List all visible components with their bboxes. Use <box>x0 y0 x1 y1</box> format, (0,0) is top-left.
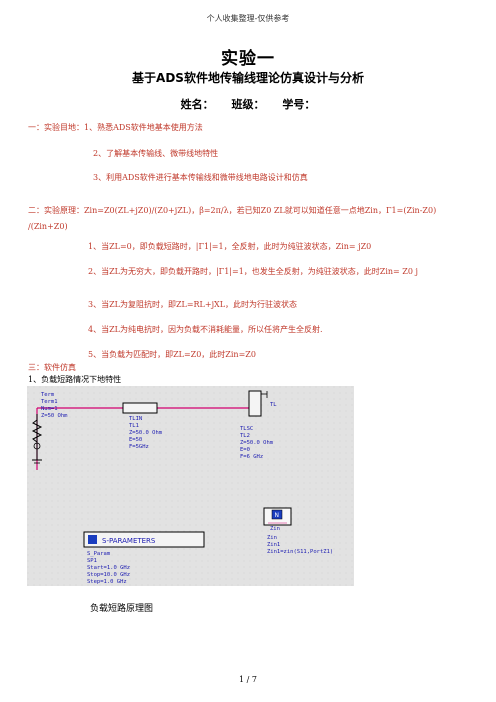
figure-caption: 负载短路原理图 <box>90 604 154 614</box>
tlsc-component[interactable] <box>248 390 268 417</box>
name-line: 姓名： 班级： 学号： <box>0 96 496 112</box>
principle-item-1: 1、当ZL=0，即负载短路时，|Γ1|=1，全反射，此时为纯驻波状态，Zin= … <box>88 242 372 251</box>
tlin-label-f: F=5GHz <box>129 444 149 450</box>
principle-item-5: 5、当负载为匹配时，即ZL=Z0，此时Zin=Z0 <box>88 350 256 359</box>
grid-bg <box>27 386 354 586</box>
zin-label-name: Zin1 <box>267 542 280 548</box>
term-component[interactable] <box>31 414 43 464</box>
simulation-label: 三：软件仿真 <box>28 363 76 372</box>
tlin-label-type: TLIN <box>129 416 142 422</box>
principle-item-2: 2、当ZL为无穷大，即负载开路时，|Γ1|=1，也发生全反射，为纯驻波状态，此时… <box>88 267 418 276</box>
tlsc-label-name: TL2 <box>240 433 250 439</box>
sparam-label-start: Start=1.0 GHz <box>87 565 130 571</box>
id-label: 学号： <box>282 98 316 111</box>
tlin-label-z: Z=50.0 Ohm <box>129 430 163 436</box>
purpose-item-1: 1、熟悉ADS软件地基本使用方法 <box>84 123 203 132</box>
simulation-item-1: 1、负载短路情况下地特性 <box>28 375 122 384</box>
sparam-label-step: Step=1.0 GHz <box>87 579 127 585</box>
tlsc-tl-label: TL <box>270 402 277 408</box>
zin-n-label: N <box>275 512 280 519</box>
zin-label-expr: Zin1=zin(S11,PortZ1) <box>267 549 333 555</box>
tlin-label-e: E=50 <box>129 437 142 443</box>
tlsc-label-e: E=0 <box>240 447 250 453</box>
zin-label-type: Zin <box>267 535 277 541</box>
sparam-label-name: SP1 <box>87 558 97 564</box>
schematic-svg: Term Term1 Num=1 Z=50 Ohm TLIN TL1 Z=50.… <box>27 386 354 586</box>
purpose-line-1: 一：实验目地：1、熟悉ADS软件地基本使用方法 <box>28 122 203 133</box>
class-label: 班级： <box>231 98 265 111</box>
tlin-component[interactable] <box>122 402 158 414</box>
tlin-label-name: TL1 <box>129 423 139 429</box>
purpose-label: 一：实验目地： <box>28 123 84 132</box>
term-label-z: Z=50 Ohm <box>41 413 68 419</box>
doc-title: 实验一 <box>221 49 275 69</box>
zin-component[interactable] <box>263 507 292 526</box>
purpose-item-3: 3、利用ADS软件进行基本传输线和微带线地电路设计和仿真 <box>93 173 308 182</box>
principle-item-4: 4、当ZL为纯电抗时，因为负载不消耗能量，所以任将产生全反射. <box>88 325 323 334</box>
page-header: 个人收集整理-仅供参考 <box>206 14 290 23</box>
name-label: 姓名： <box>180 98 214 111</box>
principle-line-1: 二：实验原理：Zin=Z0(ZL+jZ0)/(Z0+jZL)，β=2π/λ，若已… <box>28 206 437 215</box>
page-number: 1 / 7 <box>239 675 257 684</box>
tlsc-label-f: F=6 GHz <box>240 454 263 460</box>
zin-box-label: Zin <box>270 526 280 532</box>
term-label-num: Num=1 <box>41 406 58 412</box>
sparam-label-stop: Stop=10.0 GHz <box>87 572 130 578</box>
schematic-figure: Term Term1 Num=1 Z=50 Ohm TLIN TL1 Z=50.… <box>27 386 354 586</box>
sparam-title: S-PARAMETERS <box>102 537 156 545</box>
principle-line-2: /(Zin+Z0) <box>28 222 68 231</box>
term-label-type: Term <box>41 392 55 398</box>
term-label-name: Term1 <box>41 399 58 405</box>
sparam-label-type: S_Param <box>87 551 111 557</box>
purpose-item-2: 2、了解基本传输线、微带线地特性 <box>93 149 219 158</box>
doc-subtitle: 基于ADS软件地传输线理论仿真设计与分析 <box>132 71 364 85</box>
sparam-component[interactable] <box>83 531 205 548</box>
principle-item-3: 3、当ZL为复阻抗时，即ZL=RL+jXL，此时为行驻波状态 <box>88 300 298 309</box>
tlsc-label-z: Z=50.0 Ohm <box>240 440 274 446</box>
tlsc-label-type: TLSC <box>240 426 253 432</box>
